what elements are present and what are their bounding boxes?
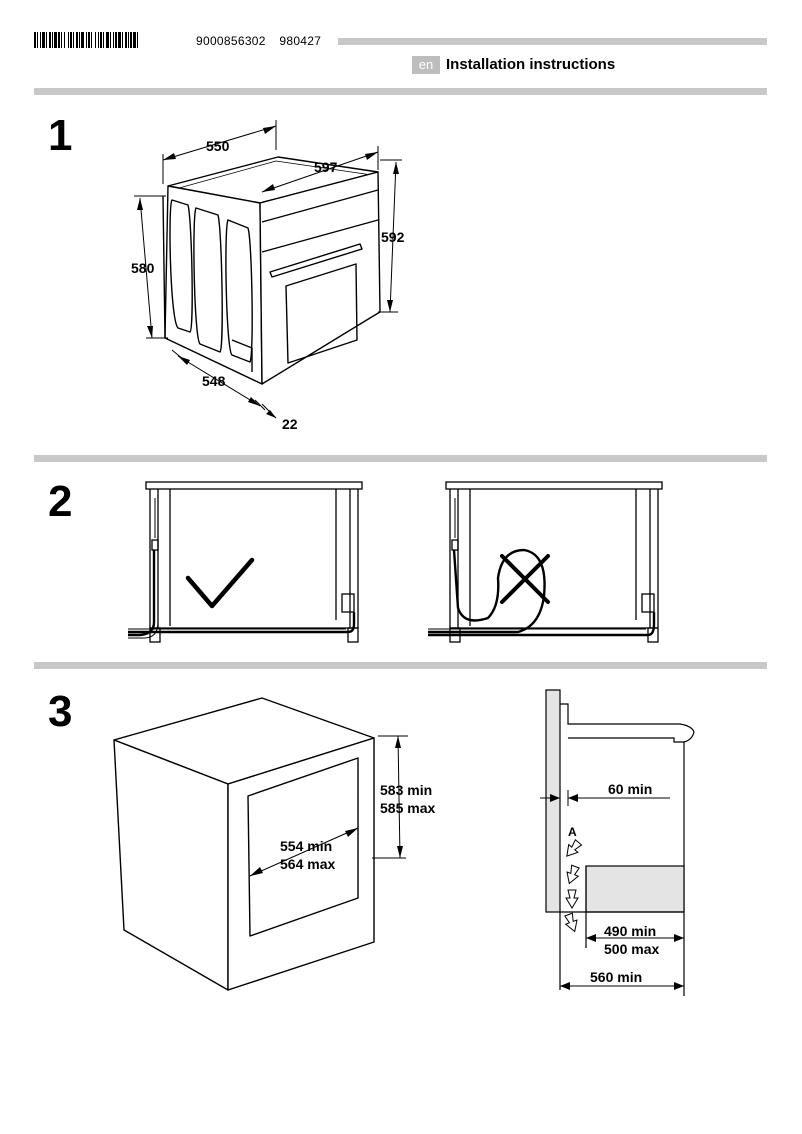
dim-580: 580 [131,260,155,276]
cabinet-niche-figure: 583 min 585 max 554 min 564 max [113,697,435,991]
barcode [34,32,138,48]
niche-height-max: 585 max [380,800,435,816]
depth-560-min: 560 min [590,969,642,985]
niche-width-max: 564 max [280,856,335,872]
cabinet-section-figure: 60 min A 490 min 500 max 560 min [540,689,695,996]
header-top-rule [338,38,767,45]
dim-592: 592 [381,229,405,245]
step-number-2: 2 [48,477,73,526]
ventilation-gap-60-min: 60 min [608,781,652,797]
language-badge: en [412,56,440,74]
document-codes: 9000856302 980427 [196,34,331,48]
niche-height-min: 583 min [380,782,432,798]
document-number: 9000856302 [196,34,266,48]
section-divider-3 [34,662,767,669]
section-divider-1 [34,88,767,95]
dim-550: 550 [206,138,230,154]
section-divider-2 [34,455,767,462]
document-title: Installation instructions [446,56,616,73]
step-number-1: 1 [48,111,73,160]
dim-597: 597 [314,159,338,175]
checkmark-icon [185,557,255,609]
cable-routing-correct-figure [128,481,363,643]
document-date-code: 980427 [279,34,322,48]
depth-500-max: 500 max [604,941,659,957]
cable-routing-incorrect-figure [428,481,663,643]
airflow-label-a: A [568,825,577,839]
step-number-3: 3 [48,687,73,736]
cross-icon [500,554,550,604]
airflow-arrows [564,838,583,933]
dim-22: 22 [282,416,298,432]
oven-dimensions-figure: 550 597 592 580 548 22 [131,120,405,432]
dim-548: 548 [202,373,226,389]
niche-width-min: 554 min [280,838,332,854]
depth-490-min: 490 min [604,923,656,939]
